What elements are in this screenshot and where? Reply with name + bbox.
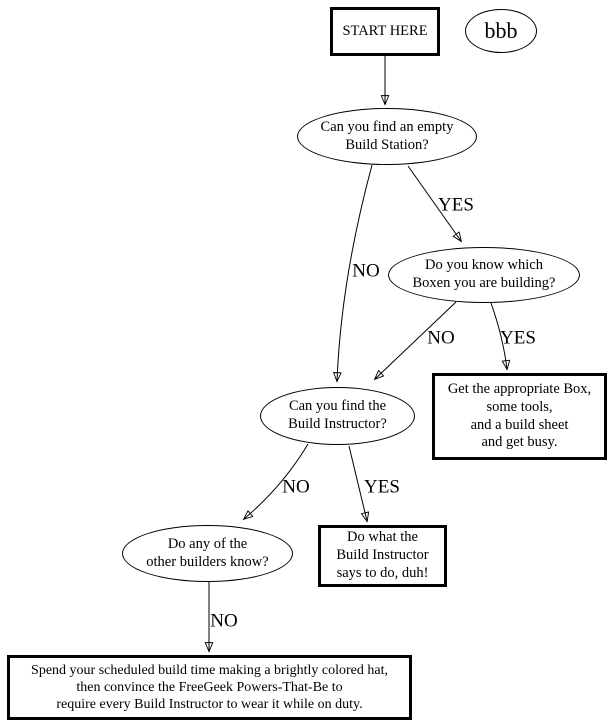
edge-know-boxen-no <box>375 301 457 379</box>
edge-label-builders-no: NO <box>210 610 238 632</box>
node-find-build-station: Can you find an empty Build Station? <box>297 108 477 165</box>
edge-find-station-yes <box>407 165 461 241</box>
edge-find-instructor-no <box>244 443 309 519</box>
edge-label-station-no: NO <box>352 260 380 282</box>
node-do-what-instructor-says: Do what the Build Instructor says to do,… <box>318 525 447 587</box>
edge-label-boxen-no: NO <box>427 327 455 349</box>
edge-label-station-yes: YES <box>438 194 474 216</box>
edge-label-instructor-yes: YES <box>364 476 400 498</box>
node-know-which-boxen: Do you know which Boxen you are building… <box>388 247 580 303</box>
edge-label-instructor-no: NO <box>282 476 310 498</box>
node-hat-plan: Spend your scheduled build time making a… <box>7 655 412 720</box>
edge-know-boxen-yes <box>490 302 507 369</box>
node-find-build-instructor: Can you find the Build Instructor? <box>260 387 415 445</box>
edge-find-station-no <box>337 164 373 381</box>
node-other-builders-know: Do any of the other builders know? <box>122 525 293 582</box>
node-bbb: bbb <box>465 9 537 53</box>
edge-find-instructor-yes <box>348 445 367 521</box>
edge-label-boxen-yes: YES <box>500 327 536 349</box>
node-start-here: START HERE <box>330 7 440 56</box>
node-get-box: Get the appropriate Box, some tools, and… <box>432 373 607 460</box>
